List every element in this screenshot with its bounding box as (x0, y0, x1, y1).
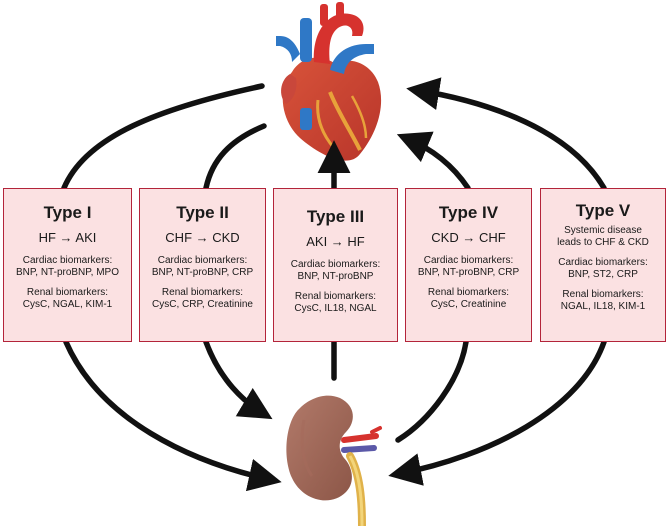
type-iii-subtitle: AKI → HF (306, 234, 365, 249)
type-iii-box: Type III AKI → HF Cardiac biomarkers: BN… (273, 188, 398, 342)
arrow-type-i-box-to-kidney (63, 339, 282, 492)
type-ii-title: Type II (176, 203, 229, 222)
type-ii-box: Type II CHF → CKD Cardiac biomarkers: BN… (139, 188, 266, 342)
type-v-title: Type V (575, 201, 631, 220)
arrow-type-iv-box-to-heart (396, 131, 471, 191)
arrow-type-v-to-heart (406, 77, 607, 191)
type-i-cardiac-heading: Cardiac biomarkers: (22, 255, 113, 266)
type-iii-title: Type III (306, 207, 365, 226)
arrow-type-ii-heart-to-box (203, 123, 267, 191)
type-iii-renal-list: CysC, IL18, NGAL (294, 303, 377, 314)
type-i-subtitle: HF → AKI (38, 230, 97, 245)
arrow-type-v-to-kidney (388, 339, 607, 486)
type-i-box: Type I HF → AKI Cardiac biomarkers: BNP,… (3, 188, 132, 342)
type-iii-cardiac-list: BNP, NT-proBNP (297, 271, 374, 282)
type-iv-box: Type IV CKD → CHF Cardiac biomarkers: BN… (405, 188, 532, 342)
type-v-cardiac-list: BNP, ST2, CRP (568, 269, 638, 280)
arrow-type-iv-kidney-to-box (395, 339, 469, 443)
type-i-cardiac-list: BNP, NT-proBNP, MPO (16, 267, 119, 278)
type-v-cardiac-heading: Cardiac biomarkers: (558, 257, 648, 268)
type-i-title: Type I (43, 203, 92, 222)
type-iii-renal-heading: Renal biomarkers: (294, 291, 377, 302)
kidney-icon (286, 395, 382, 526)
type-v-subtitle-line1: Systemic disease (564, 225, 642, 236)
type-ii-subtitle: CHF → CKD (165, 230, 240, 245)
type-i-renal-heading: Renal biomarkers: (26, 287, 109, 298)
type-iv-renal-heading: Renal biomarkers: (427, 287, 510, 298)
type-iii-cardiac-heading: Cardiac biomarkers: (290, 259, 381, 270)
type-v-box: Type V Systemic disease leads to CHF & C… (540, 188, 666, 342)
type-iv-cardiac-list: BNP, NT-proBNP, CRP (417, 267, 520, 278)
type-ii-cardiac-heading: Cardiac biomarkers: (157, 255, 248, 266)
type-ii-renal-heading: Renal biomarkers: (161, 287, 244, 298)
type-v-renal-heading: Renal biomarkers: (562, 289, 644, 300)
type-v-renal-list: NGAL, IL18, KIM-1 (560, 301, 646, 312)
type-iv-subtitle: CKD → CHF (431, 230, 506, 245)
type-ii-cardiac-list: BNP, NT-proBNP, CRP (151, 267, 254, 278)
type-i-renal-list: CysC, NGAL, KIM-1 (22, 299, 113, 310)
type-iv-cardiac-heading: Cardiac biomarkers: (423, 255, 514, 266)
arrows (61, 77, 607, 492)
type-iv-renal-list: CysC, Creatinine (430, 299, 507, 310)
arrow-type-i-heart-to-box (61, 83, 265, 191)
type-v-subtitle-line2: leads to CHF & CKD (557, 237, 649, 248)
arrow-type-ii-box-to-kidney (203, 339, 273, 420)
type-ii-renal-list: CysC, CRP, Creatinine (152, 299, 253, 310)
heart-icon (276, 2, 382, 161)
type-iv-title: Type IV (438, 203, 499, 222)
